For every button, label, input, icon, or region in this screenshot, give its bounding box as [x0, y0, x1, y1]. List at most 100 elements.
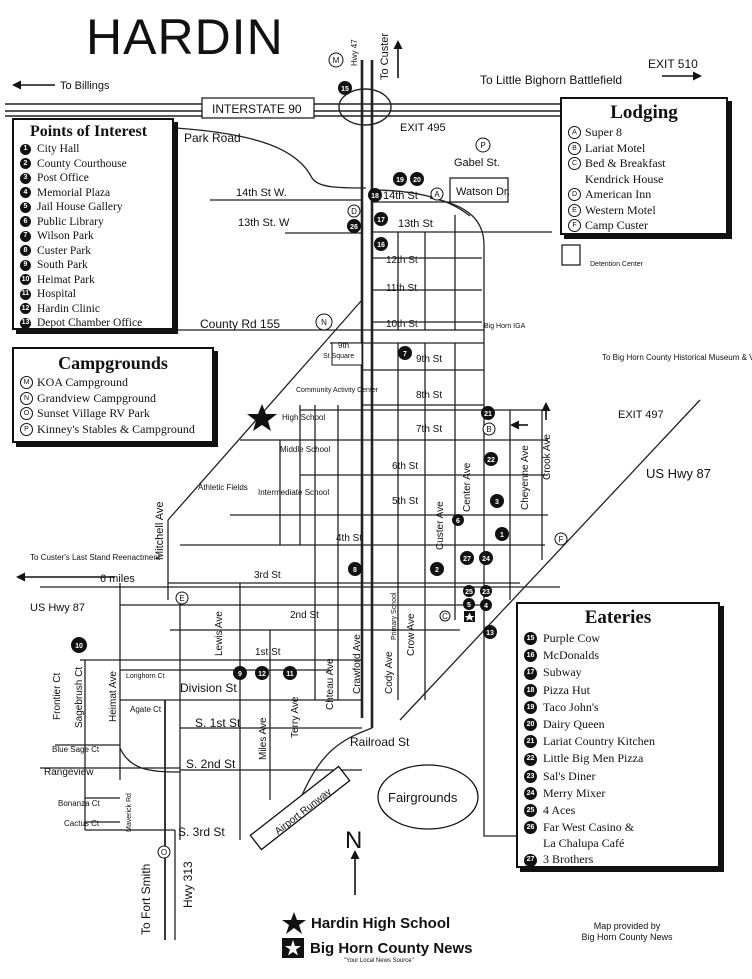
svg-text:6: 6	[456, 518, 460, 525]
map-marker-16: 16	[374, 237, 388, 251]
number-marker-icon: 26	[524, 821, 537, 835]
label-8th: 8th St	[416, 390, 442, 401]
label-maverick: Maverick Rd	[126, 793, 133, 832]
label-blue-sage: Blue Sage Ct	[52, 745, 100, 754]
svg-text:1: 1	[500, 532, 504, 539]
map-marker-19: 19	[393, 172, 407, 186]
svg-text:18: 18	[371, 193, 379, 200]
eatery-name: Purple Cow	[543, 631, 600, 645]
poi-name: South Park	[37, 259, 88, 271]
campground-name: Kinney's Stables & Campground	[37, 421, 195, 436]
number-marker-icon: 23	[524, 769, 537, 783]
eatery-name: Dairy Queen	[543, 717, 605, 732]
label-mitchell: Mitchell Ave	[154, 502, 166, 561]
map-marker-F: F	[554, 532, 568, 546]
number-marker-icon: 18	[524, 683, 537, 697]
map-credit: Map provided by Big Horn County News	[572, 921, 682, 943]
map-marker-M: M	[328, 52, 344, 68]
eatery-name: Pizza Hut	[543, 682, 590, 697]
eatery-name: Merry Mixer	[543, 785, 606, 800]
poi-name: Public Library	[37, 215, 104, 228]
label-9th: 9th St	[416, 354, 442, 365]
label-s2nd: S. 2nd St	[186, 757, 236, 771]
map-marker-A: A	[430, 187, 444, 201]
map-marker-P: P	[475, 137, 491, 153]
label-six-miles: 6 miles	[100, 573, 135, 585]
lodging-name: Camp Custer	[585, 218, 648, 232]
eatery-name: 4 Aces	[543, 803, 576, 818]
letter-marker-icon: O	[20, 407, 33, 421]
label-12th: 12th St	[386, 255, 418, 266]
number-marker-icon: 12	[20, 303, 31, 315]
svg-text:11: 11	[286, 671, 294, 678]
label-interstate: INTERSTATE 90	[212, 102, 302, 116]
label-1st: 1st St	[255, 647, 281, 658]
svg-text:23: 23	[482, 589, 490, 596]
map-marker-12: 12	[255, 666, 269, 680]
letter-marker-icon: D	[568, 188, 581, 202]
map-marker-20: 20	[410, 172, 424, 186]
map-marker-7: 7	[398, 346, 412, 360]
svg-text:16: 16	[377, 242, 385, 249]
label-community: Community Activity Center	[296, 387, 379, 394]
letter-marker-icon: B	[568, 141, 581, 155]
credit-line-2: Big Horn County News	[581, 932, 673, 942]
label-center-ave: Center Ave	[462, 462, 473, 512]
number-marker-icon: 16	[524, 649, 537, 663]
poi-name: City Hall	[37, 143, 80, 155]
poi-name: Wilson Park	[37, 230, 94, 242]
poi-heading: Points of Interest	[30, 123, 148, 140]
label-cody: Cody Ave	[384, 651, 395, 694]
label-14th-w: 14th St W.	[236, 187, 287, 199]
direction-arrows	[12, 40, 702, 895]
campground-name: KOA Campground	[37, 375, 128, 389]
svg-text:E: E	[179, 594, 184, 603]
map-title: HARDIN	[86, 9, 284, 65]
lodging-heading: Lodging	[610, 102, 678, 123]
label-5th: 5th St	[392, 496, 418, 507]
label-us-hwy87-w: US Hwy 87	[30, 602, 85, 614]
svg-text:24: 24	[482, 556, 490, 563]
credit-line-1: Map provided by	[593, 921, 661, 931]
label-sagebrush: Sagebrush Ct	[74, 667, 85, 728]
map-marker-13: 13	[483, 625, 497, 639]
label-exit495: EXIT 495	[400, 122, 446, 134]
eatery-item: 18 Pizza Hut	[524, 682, 712, 699]
eatery-name: 3 Brothers	[543, 852, 594, 867]
eatery-name: McDonalds	[543, 648, 599, 663]
label-rangeview: Rangeview	[44, 767, 94, 778]
svg-text:3: 3	[495, 499, 499, 506]
map-marker-O: O	[157, 845, 171, 859]
map-marker-2: 2	[430, 562, 444, 576]
label-longhorn: Longhorn Ct	[126, 673, 165, 680]
number-marker-icon: 4	[20, 187, 31, 199]
poi-name: Hospital	[37, 288, 76, 300]
footer-tagline: "Your Local News Source"	[344, 958, 414, 964]
label-crow: Crow Ave	[406, 613, 417, 656]
map-marker-10: 10	[71, 637, 87, 653]
svg-text:26: 26	[350, 224, 358, 231]
map-marker-18: 18	[368, 188, 382, 202]
svg-text:17: 17	[377, 217, 385, 224]
svg-text:13: 13	[486, 630, 494, 637]
eatery-name: Lariat Country Kitchen	[543, 734, 655, 749]
star-icon	[282, 912, 306, 934]
map-marker-4: 4	[480, 599, 492, 611]
footer-hhs-label: Hardin High School	[311, 914, 451, 932]
label-chateau: Chteau Ave	[325, 658, 336, 710]
label-to-last-stand: To Custer's Last Stand Reenactment	[30, 553, 161, 562]
svg-text:A: A	[434, 190, 440, 199]
lodging-name: Super 8	[585, 125, 622, 139]
